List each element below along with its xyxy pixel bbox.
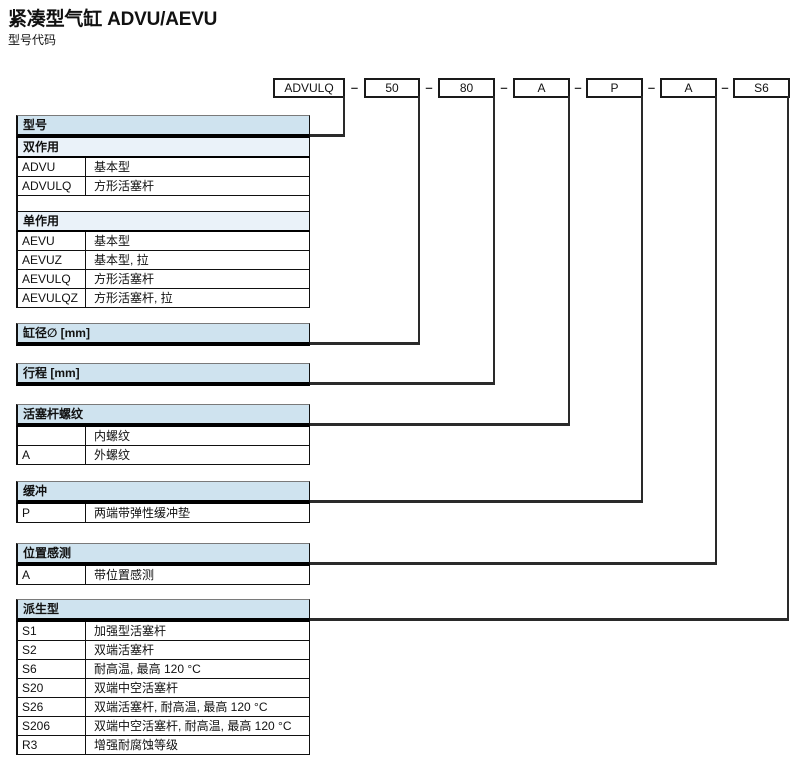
desc-cell: 双端活塞杆: [94, 643, 155, 657]
desc-cell: 增强耐腐蚀等级: [94, 738, 179, 752]
section-header-stroke: 行程 [mm]: [16, 363, 310, 386]
table-row: R3 增强耐腐蚀等级: [16, 736, 310, 755]
table-row: A 外螺纹: [16, 446, 310, 465]
section-header-thread: 活塞杆螺纹: [16, 404, 310, 427]
code-separator: –: [647, 80, 656, 95]
code-cell: AEVULQZ: [18, 289, 86, 307]
section-header-sensing: 位置感测: [16, 543, 310, 566]
code-cell: R3: [18, 736, 86, 754]
code-box-variant: S6: [733, 78, 790, 98]
table-row: S1 加强型活塞杆: [16, 622, 310, 641]
code-cell: [18, 427, 86, 445]
table-row: S20 双端中空活塞杆: [16, 679, 310, 698]
code-separator: –: [425, 80, 433, 95]
code-cell: AEVU: [18, 232, 86, 250]
code-cell: ADVU: [18, 158, 86, 176]
connector-variant-vline: [787, 96, 789, 621]
table-row-empty: [16, 196, 310, 212]
code-cell: S2: [18, 641, 86, 659]
desc-cell: 外螺纹: [94, 448, 131, 462]
desc-cell: 双端中空活塞杆: [94, 681, 179, 695]
code-cell: S20: [18, 679, 86, 697]
code-cell: A: [18, 566, 86, 584]
section-header-model: 型号: [16, 115, 310, 138]
connector-variant-hline: [309, 618, 789, 621]
desc-cell: 内螺纹: [94, 429, 131, 443]
desc-cell: 带位置感测: [94, 568, 155, 582]
code-cell: S26: [18, 698, 86, 716]
desc-cell: 方形活塞杆: [94, 272, 155, 286]
table-stroke: 行程 [mm]: [16, 363, 310, 386]
code-box-type: ADVULQ: [273, 78, 345, 98]
subsection-double-acting: 双作用: [16, 138, 310, 158]
table-position-sensing: 位置感测 A 带位置感测: [16, 543, 310, 585]
connector-stroke-vline: [493, 96, 495, 385]
table-variants: 派生型 S1 加强型活塞杆 S2 双端活塞杆 S6 耐高温, 最高 120 °C…: [16, 599, 310, 755]
connector-thread-vline: [568, 96, 570, 426]
code-cell: S1: [18, 622, 86, 640]
section-header-cushioning: 缓冲: [16, 481, 310, 504]
code-separator: –: [500, 80, 508, 95]
code-cell: AEVUZ: [18, 251, 86, 269]
table-row: AEVU 基本型: [16, 232, 310, 251]
section-header-variants: 派生型: [16, 599, 310, 622]
desc-cell: 方形活塞杆, 拉: [94, 291, 173, 305]
section-header-bore: 缸径∅ [mm]: [16, 323, 310, 346]
code-separator: –: [721, 80, 729, 95]
table-cushioning: 缓冲 P 两端带弹性缓冲垫: [16, 481, 310, 523]
table-row: AEVUZ 基本型, 拉: [16, 251, 310, 270]
desc-cell: 方形活塞杆: [94, 179, 155, 193]
desc-cell: 基本型, 拉: [94, 253, 149, 267]
desc-cell: 耐高温, 最高 120 °C: [94, 662, 201, 676]
code-box-sensing: A: [660, 78, 717, 98]
table-row: S2 双端活塞杆: [16, 641, 310, 660]
connector-bore-vline: [418, 96, 420, 345]
desc-cell: 基本型: [94, 160, 131, 174]
table-row: A 带位置感测: [16, 566, 310, 585]
page-subtitle: 型号代码: [8, 33, 57, 47]
connector-thread-hline: [309, 423, 570, 426]
table-bore: 缸径∅ [mm]: [16, 323, 310, 346]
subsection-single-acting: 单作用: [16, 212, 310, 232]
table-piston-rod-thread: 活塞杆螺纹 内螺纹 A 外螺纹: [16, 404, 310, 465]
connector-bore-hline: [309, 342, 420, 345]
code-box-cushioning: P: [586, 78, 643, 98]
connector-sensing-hline: [309, 562, 717, 565]
code-box-bore: 50: [364, 78, 420, 98]
code-cell: AEVULQ: [18, 270, 86, 288]
code-cell: ADVULQ: [18, 177, 86, 195]
code-cell: A: [18, 446, 86, 464]
code-cell: P: [18, 504, 86, 522]
table-row: P 两端带弹性缓冲垫: [16, 504, 310, 523]
table-row: S206 双端中空活塞杆, 耐高温, 最高 120 °C: [16, 717, 310, 736]
table-row: 内螺纹: [16, 427, 310, 446]
desc-cell: 双端活塞杆, 耐高温, 最高 120 °C: [94, 700, 268, 714]
connector-cushioning-hline: [309, 500, 643, 503]
desc-cell: 加强型活塞杆: [94, 624, 167, 638]
table-row: AEVULQZ 方形活塞杆, 拉: [16, 289, 310, 308]
code-box-stroke: 80: [438, 78, 495, 98]
desc-cell: 基本型: [94, 234, 131, 248]
connector-stroke-hline: [309, 382, 495, 385]
code-separator: –: [350, 80, 359, 95]
code-separator: –: [574, 80, 582, 95]
table-row: ADVU 基本型: [16, 158, 310, 177]
code-cell: S206: [18, 717, 86, 735]
table-row: S6 耐高温, 最高 120 °C: [16, 660, 310, 679]
table-row: ADVULQ 方形活塞杆: [16, 177, 310, 196]
desc-cell: 双端中空活塞杆, 耐高温, 最高 120 °C: [94, 719, 292, 733]
connector-type-vline: [343, 96, 345, 137]
desc-cell: 两端带弹性缓冲垫: [94, 506, 191, 520]
code-box-thread: A: [513, 78, 570, 98]
connector-type-hline: [309, 134, 345, 137]
code-cell: S6: [18, 660, 86, 678]
connector-sensing-vline: [715, 96, 717, 565]
table-row: S26 双端活塞杆, 耐高温, 最高 120 °C: [16, 698, 310, 717]
connector-cushioning-vline: [641, 96, 643, 503]
table-model: 型号 双作用 ADVU 基本型 ADVULQ 方形活塞杆 单作用 AEVU 基本…: [16, 115, 310, 308]
table-row: AEVULQ 方形活塞杆: [16, 270, 310, 289]
page-title: 紧凑型气缸 ADVU/AEVU: [8, 9, 218, 30]
